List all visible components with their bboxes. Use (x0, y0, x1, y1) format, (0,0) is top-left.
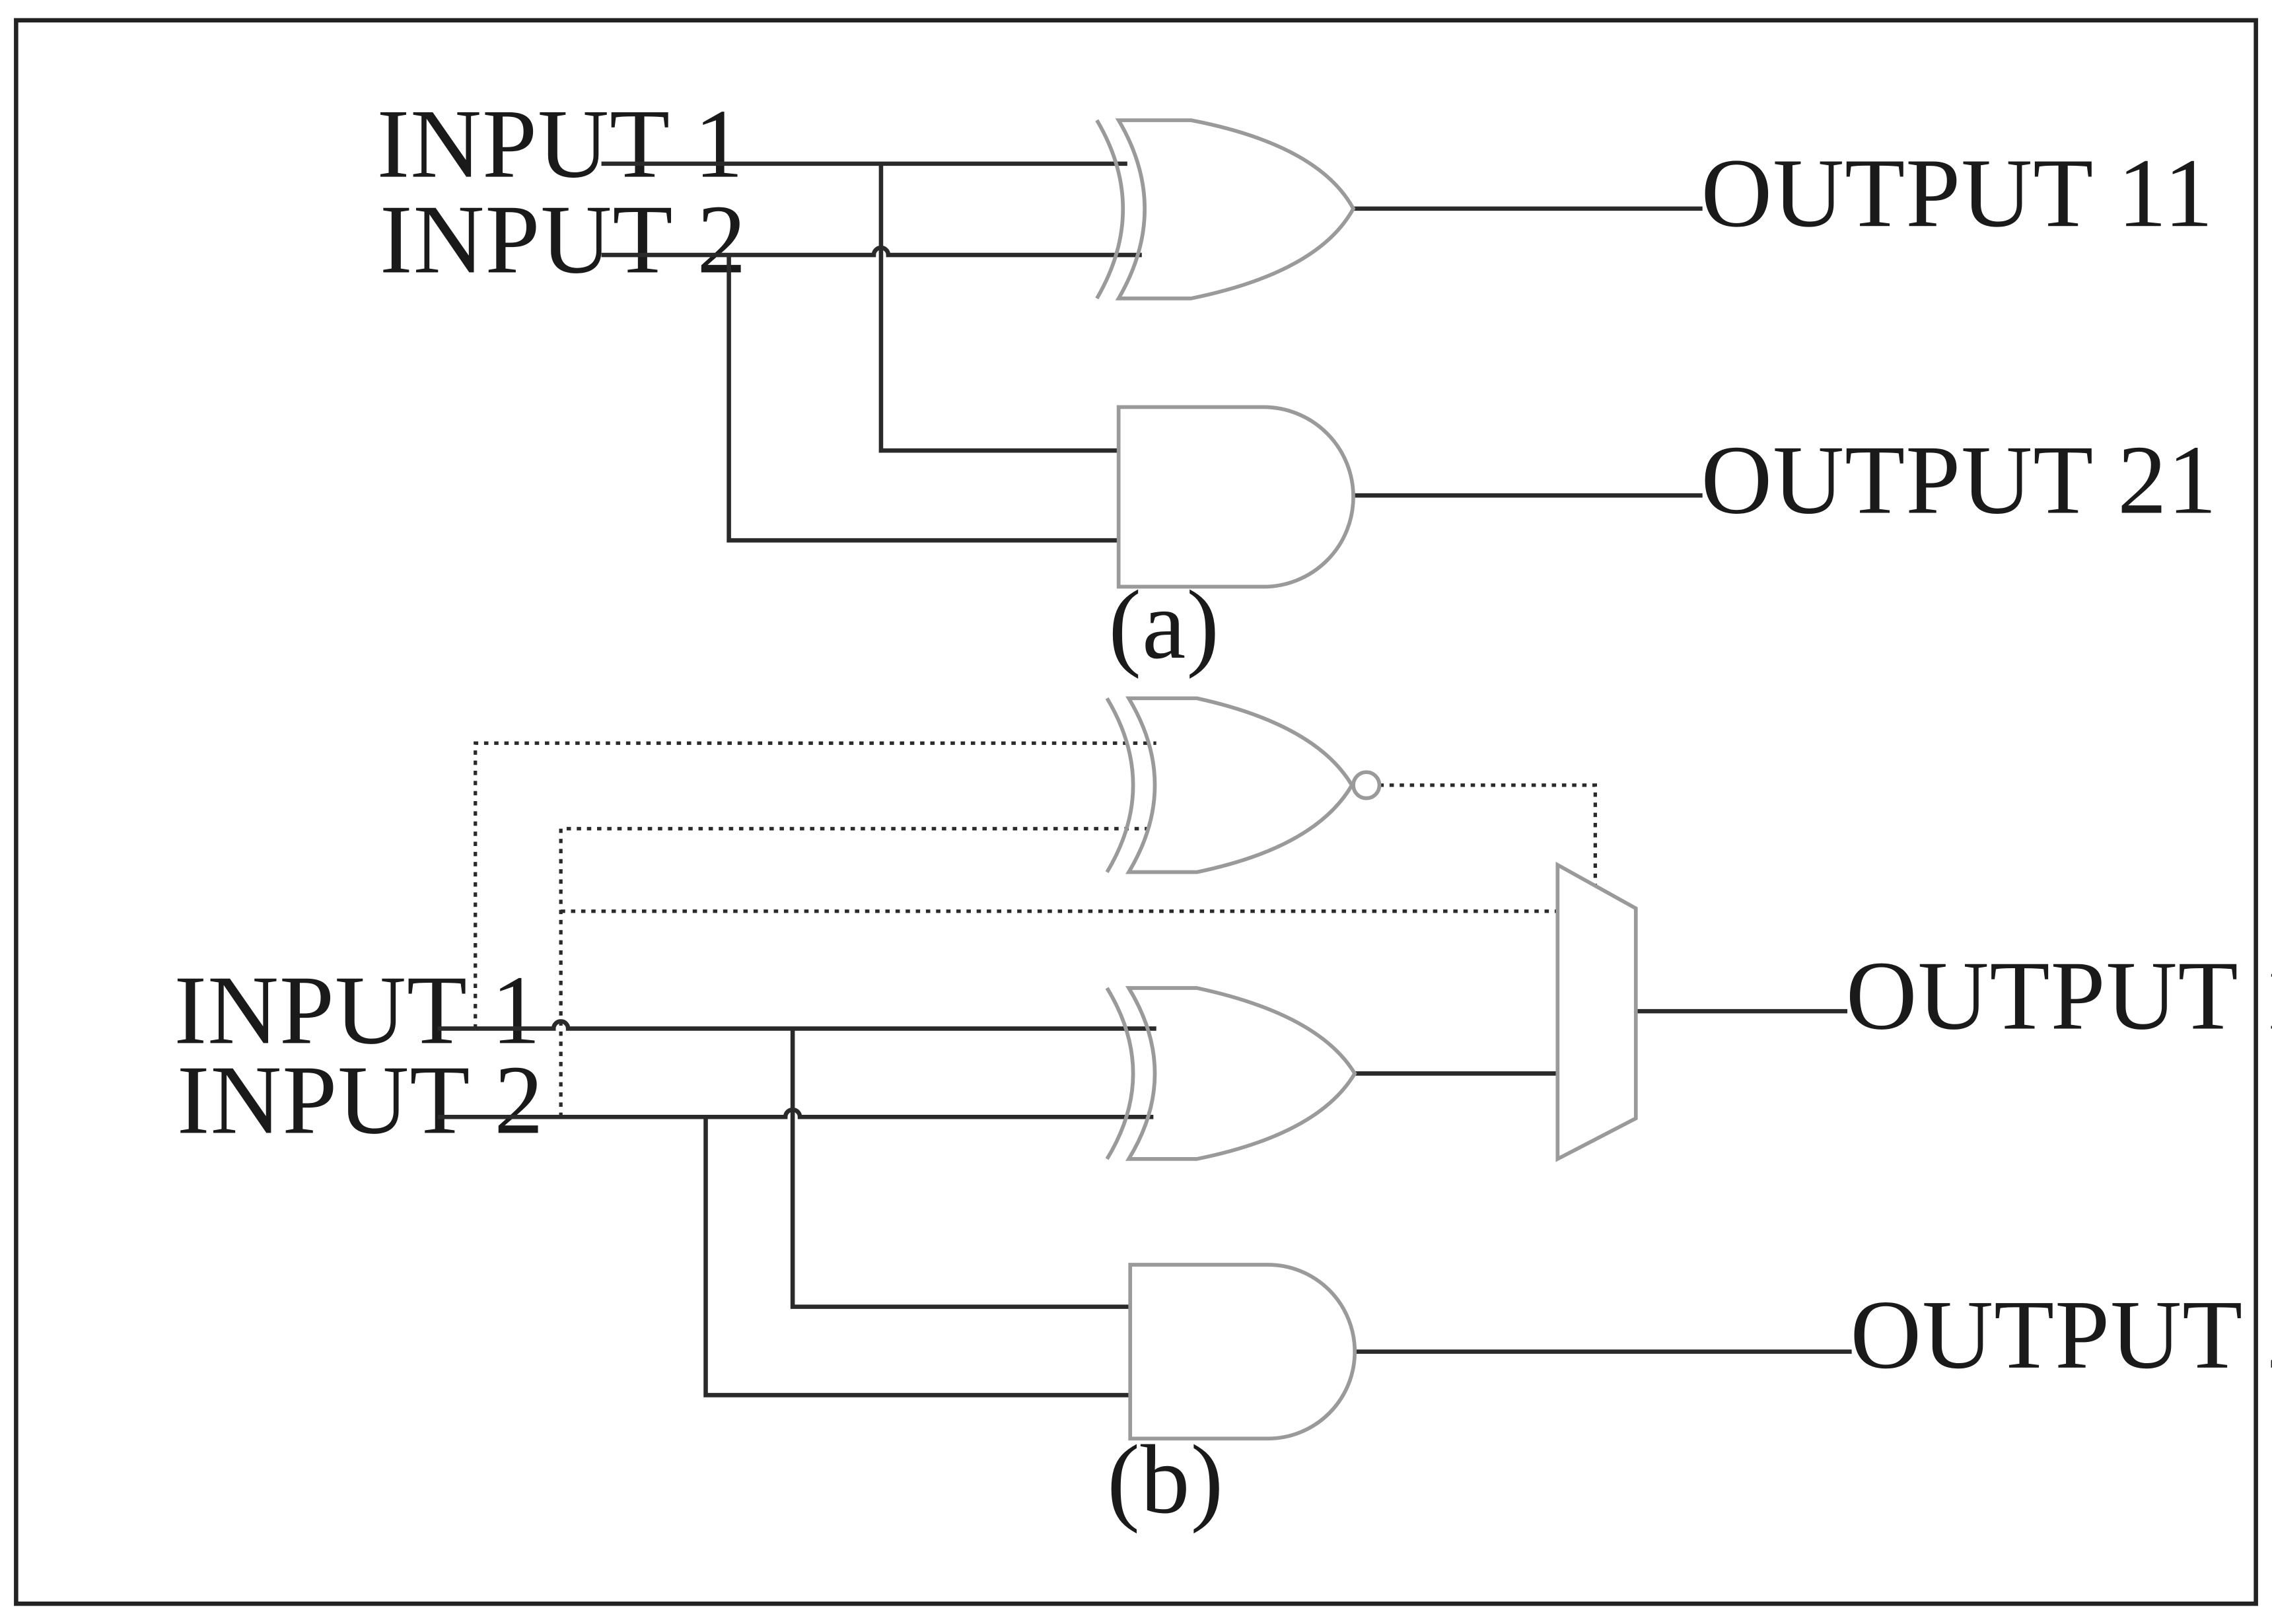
figure-a-and-gate (1116, 405, 1355, 589)
figure-b-caption: (b) (1107, 1425, 1224, 1534)
figure-b-xnor-gate (1105, 696, 1382, 874)
figure-frame (14, 18, 2258, 1606)
figure-b-xnor-output-dotted-wire (1379, 783, 1597, 887)
figure-a: INPUT 1 INPUT 2 OUTPUT 11 OUTPUT 21 (a) (377, 90, 2217, 680)
figure-a-caption: (a) (1108, 571, 1220, 680)
figure-b-xnor-input-2-dotted-wire (559, 827, 1154, 1117)
figure-a-input-1-label: INPUT 1 (377, 90, 744, 199)
figure-b-input-1-label: INPUT 1 (174, 956, 541, 1065)
figure-b-xnor-bubble (1351, 770, 1382, 800)
figure-b-input-1-wire (437, 1019, 1156, 1309)
figure-b-and-gate (1128, 1263, 1357, 1441)
figure-a-input-2-label: INPUT 2 (380, 185, 747, 294)
figure-b-input-2-wire (437, 1108, 1154, 1397)
figure-a-input-1-wire (601, 161, 1127, 453)
figure-b-output-22-label: OUTPUT 22 (1850, 1281, 2272, 1390)
figure-b-multiplexer (1555, 861, 1638, 1162)
figure-b-xor-gate (1105, 986, 1357, 1161)
figure-a-output-11-label: OUTPUT 11 (1701, 139, 2213, 248)
figure-b-xnor-input-1-dotted-wire (474, 741, 1156, 1029)
figure-a-input-2-wire (601, 245, 1142, 543)
figure-b-output-12-label: OUTPUT 12 (1846, 941, 2272, 1050)
figure-b: INPUT 1 INPUT 2 OUTPUT 12 OUTPUT 22 (174, 696, 2272, 1534)
figure-a-xor-gate (1095, 118, 1356, 300)
figure-b-input-2-label: INPUT 2 (177, 1045, 544, 1154)
figure-a-output-21-label: OUTPUT 21 (1701, 426, 2217, 535)
